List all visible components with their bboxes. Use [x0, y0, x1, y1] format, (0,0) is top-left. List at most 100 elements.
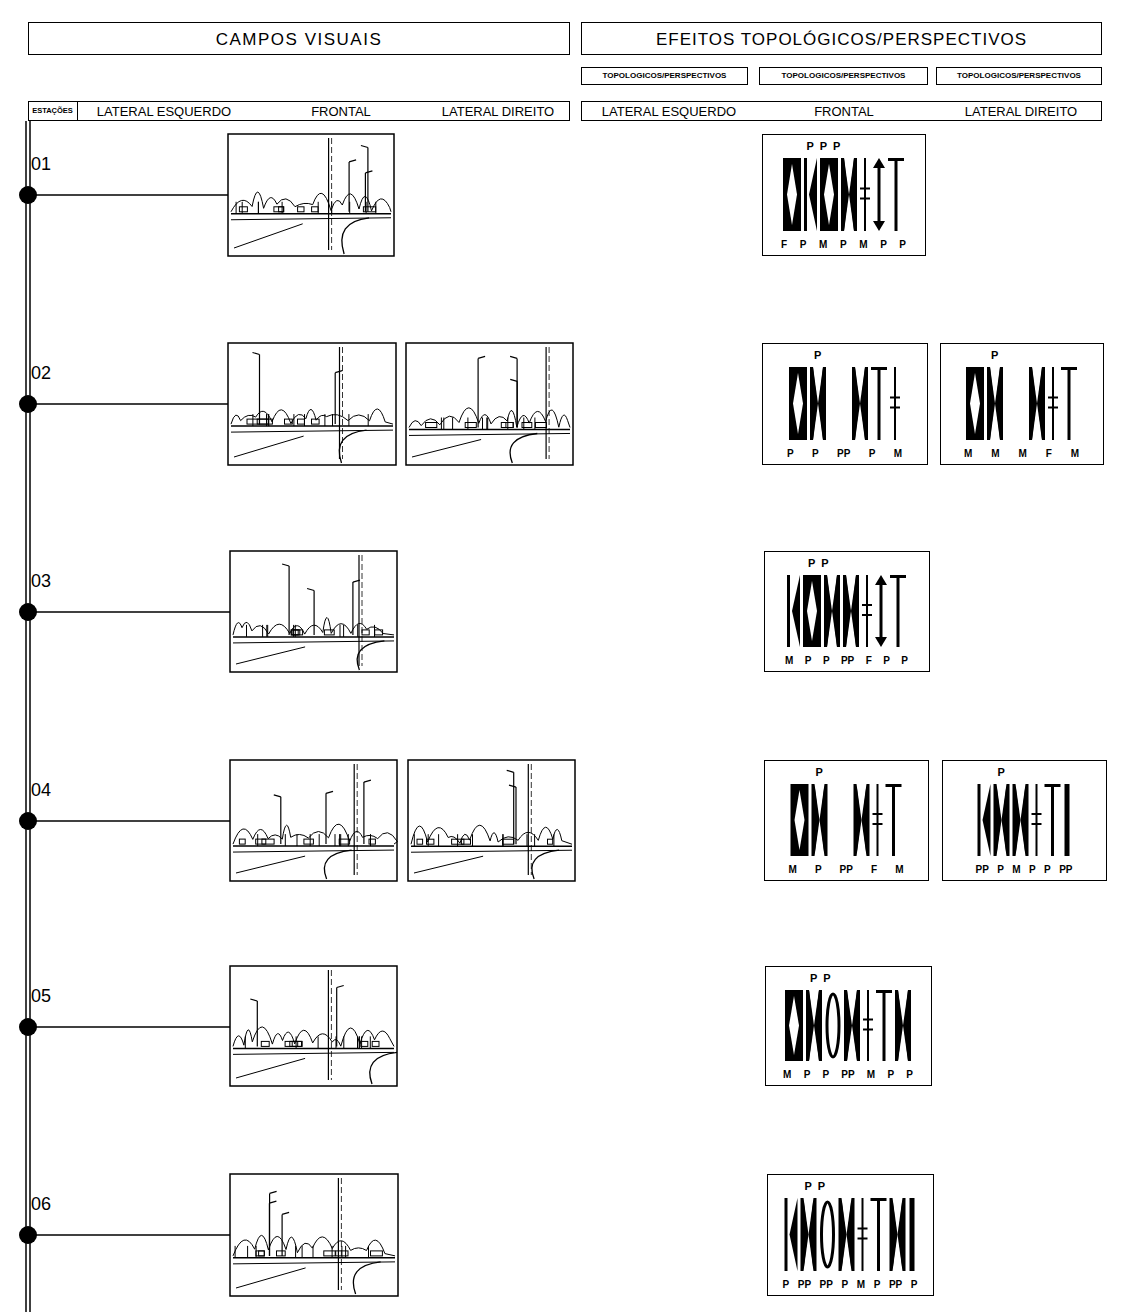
effect-rating: P	[998, 767, 1005, 778]
perspective-symbol	[863, 1019, 873, 1021]
station-dot	[19, 1018, 37, 1036]
road-edge	[234, 436, 304, 457]
street-sketch	[408, 760, 575, 881]
lamppost	[269, 1201, 276, 1203]
vehicle	[277, 1251, 286, 1256]
topological-symbol	[1029, 367, 1037, 440]
hatch	[534, 418, 535, 430]
hatch	[324, 414, 325, 426]
perspective-symbol	[1032, 813, 1042, 815]
hatch	[242, 202, 243, 214]
lamppost	[364, 780, 371, 782]
hatch	[428, 834, 429, 846]
station-dot	[19, 812, 37, 830]
hatch	[507, 418, 508, 430]
vehicle	[371, 1251, 383, 1256]
pole	[331, 138, 332, 250]
topological-symbol	[996, 367, 1000, 440]
street-sketch	[228, 343, 396, 465]
street-sketch	[228, 134, 394, 256]
perspective-symbol	[827, 994, 839, 1057]
topological-symbol	[851, 575, 859, 647]
station-number: 03	[31, 572, 51, 590]
topological-symbol	[843, 575, 851, 647]
topological-symbol	[824, 575, 832, 647]
section-header: CAMPOS VISUAIS	[28, 22, 570, 55]
hatch	[357, 625, 358, 637]
vehicle	[506, 423, 513, 428]
vehicle	[259, 1251, 265, 1256]
topological-symbol	[899, 1198, 903, 1271]
effects-box: P PP PP PP P M P PP P	[767, 1174, 934, 1296]
hatch	[296, 1036, 297, 1048]
lamppost	[325, 793, 326, 844]
topological-symbol	[815, 990, 819, 1061]
perspective-symbol	[897, 575, 900, 647]
topological-symbol	[983, 784, 991, 856]
hatch	[348, 834, 349, 846]
topological-symbol	[819, 367, 823, 440]
station-number: 04	[31, 781, 51, 799]
perspective-symbol	[883, 990, 886, 1061]
hatch	[335, 834, 336, 846]
topological-symbol	[792, 575, 800, 647]
topological-symbol	[814, 990, 822, 1061]
lamppost	[478, 356, 485, 358]
lamppost	[282, 1214, 283, 1256]
hatch	[486, 418, 487, 430]
station-number: 05	[31, 987, 51, 1005]
topological-symbol	[818, 367, 826, 440]
perspective-symbol	[858, 1228, 868, 1230]
topological-symbol	[844, 158, 848, 231]
vehicle	[501, 423, 513, 428]
pole	[357, 764, 358, 875]
hatch	[245, 1036, 246, 1048]
perspective-symbol	[895, 158, 898, 231]
hatch	[332, 1246, 333, 1258]
header-text: CAMPOS VISUAIS	[216, 30, 382, 47]
perspective-symbol	[822, 1202, 834, 1267]
vehicle	[285, 419, 293, 424]
topological-symbol	[801, 1198, 809, 1271]
lamppost	[307, 589, 314, 591]
road-edge	[510, 434, 537, 464]
perspective-symbol	[860, 198, 870, 200]
lamppost	[367, 148, 368, 212]
road-edge	[532, 850, 559, 879]
hatch	[467, 418, 468, 430]
section-header: EFEITOS TOPOLÓGICOS/PERSPECTIVOS	[581, 22, 1102, 55]
symbol-strip	[763, 135, 924, 254]
perspective-symbol	[862, 1198, 864, 1271]
station-axis	[25, 121, 27, 1312]
topological-symbol	[863, 784, 867, 856]
hatch	[527, 834, 528, 846]
road-edge	[339, 430, 366, 463]
topological-symbol	[862, 784, 870, 856]
topological-symbol	[815, 784, 819, 856]
perspective-symbol	[873, 813, 883, 815]
perspective-symbol	[1048, 397, 1058, 399]
hatch	[266, 625, 267, 637]
station-number: 02	[31, 364, 51, 382]
topological-symbol	[1021, 784, 1029, 856]
topological-symbol	[783, 158, 801, 231]
hatch	[332, 414, 333, 426]
vehicle	[292, 1041, 302, 1046]
vehicle	[261, 1041, 269, 1046]
road-edge	[370, 1052, 397, 1084]
sketch-frame	[230, 1174, 398, 1296]
hatch	[503, 834, 504, 846]
topological-symbol	[1038, 367, 1042, 440]
hatch	[258, 202, 259, 214]
road-edge	[412, 440, 481, 458]
topological-symbol	[994, 784, 1002, 856]
column-header-row: LATERAL ESQUERDOFRONTALLATERAL DIREITO	[581, 101, 1102, 121]
column-header-cell: ESTAÇÕES	[28, 101, 78, 121]
hatch	[340, 625, 341, 637]
lamppost	[510, 356, 517, 358]
lamppost	[336, 988, 337, 1047]
effect-rating: P P PP P M	[787, 448, 902, 459]
topological-symbol	[860, 367, 868, 440]
hatch	[357, 1036, 358, 1048]
header-text: ESTAÇÕES	[32, 107, 73, 115]
